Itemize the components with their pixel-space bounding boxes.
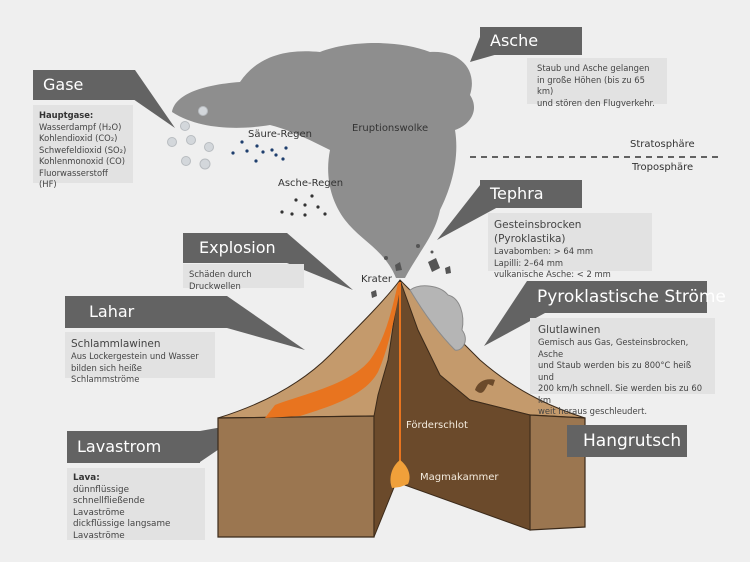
tephra-heading: Gesteinsbrocken (Pyroklastika) [494,219,582,245]
asche-line: Staub und Asche gelangen [537,63,650,73]
lahar-header: Lahar [65,296,227,328]
gas-item: Schwefeldioxid (SO₂) [39,144,127,155]
explosion-line: Schäden durch Druckwellen [189,269,252,291]
asche-header: Asche [480,27,582,55]
lavastrom-line: dünnflüssige schnellfließende [73,484,145,507]
gas-item: Kohlenmonoxid (CO) [39,156,125,166]
eruption-cloud-label: Eruptionswolke [352,123,429,134]
conduit-label: Förderschlot [406,420,468,431]
tephra-rocks [371,244,451,298]
asche-info: Staub und Asche gelangen in große Höhen … [527,58,667,108]
gas-item: Kohlendioxid (CO₂) [39,133,118,143]
gase-header: Gase [33,70,135,100]
magma-chamber-label: Magmakammer [420,472,499,483]
lahar-line: bilden sich heiße Schlammströme [71,362,142,385]
lavastrom-heading: Lava: [73,473,100,483]
hangrutsch-header: Hangrutsch [567,425,687,457]
tephra-line: vulkanische Asche: < 2 mm [494,269,611,279]
ash-rain-label: Asche-Regen [278,178,344,189]
lavastrom-header: Lavastrom [67,431,200,463]
pyroklastische-line: weit heraus geschleudert. [538,406,648,416]
pyroklastische-info: Glutlawinen Gemisch aus Gas, Gesteinsbro… [530,318,715,416]
explosion-info: Schäden durch Druckwellen [183,264,304,291]
troposphere-label: Troposphäre [632,162,694,173]
lahar-heading: Schlammlawinen [71,338,161,350]
pyroklastische-header: Pyroklastische Ströme [527,281,726,313]
tephra-line: Lapilli: 2–64 mm [494,257,564,268]
gase-heading: Hauptgase: [39,110,94,120]
pyroklastische-heading: Glutlawinen [538,324,601,336]
ground-block-left [217,415,375,538]
gas-item: Fluorwasserstoff (HF) [39,167,108,190]
pyroklastische-line: und Staub werden bis zu 800°C heiß und [538,360,692,382]
lavastrom-line: Lavaströme [73,507,125,518]
crater-label: Krater [361,274,392,285]
lava-flow [265,283,401,418]
pyroclastic-flow [409,285,466,351]
pyroklastische-line: 200 km/h schnell. Sie werden bis zu 60 k… [538,383,703,405]
pyroklastische-line: Gemisch aus Gas, Gesteinsbrocken, Asche [538,337,689,359]
gas-item: Wasserdampf (H₂O) [39,121,122,132]
eruption-cloud [172,43,475,278]
lavastrom-info: Lava: dünnflüssige schnellfließende Lava… [67,468,205,541]
asche-line: und stören den Flugverkehr. [537,97,655,108]
magma-chamber [390,460,410,488]
lahar-info: Schlammlawinen Aus Lockergestein und Was… [65,332,215,384]
ash-rain-dots [280,194,327,217]
explosion-header: Explosion [183,233,287,263]
lahar-line: Aus Lockergestein und Wasser [71,351,199,361]
lavastrom-line: Lavaströme [73,530,125,541]
landslide [475,379,495,393]
tephra-line: Lavabomben: > 64 mm [494,246,594,256]
tephra-header: Tephra [480,180,582,208]
lavastrom-line: dickflüssige langsame [73,519,171,529]
asche-line: in große Höhen (bis zu 65 km) [537,74,645,97]
stratosphere-label: Stratosphäre [630,139,695,150]
tephra-info: Gesteinsbrocken (Pyroklastika) Lavabombe… [488,213,652,279]
gas-bubbles [167,106,214,170]
gase-info: Hauptgase: Wasserdampf (H₂O) Kohlendioxi… [33,105,133,189]
acid-rain-drops [231,140,288,163]
acid-rain-label: Säure-Regen [248,129,312,140]
